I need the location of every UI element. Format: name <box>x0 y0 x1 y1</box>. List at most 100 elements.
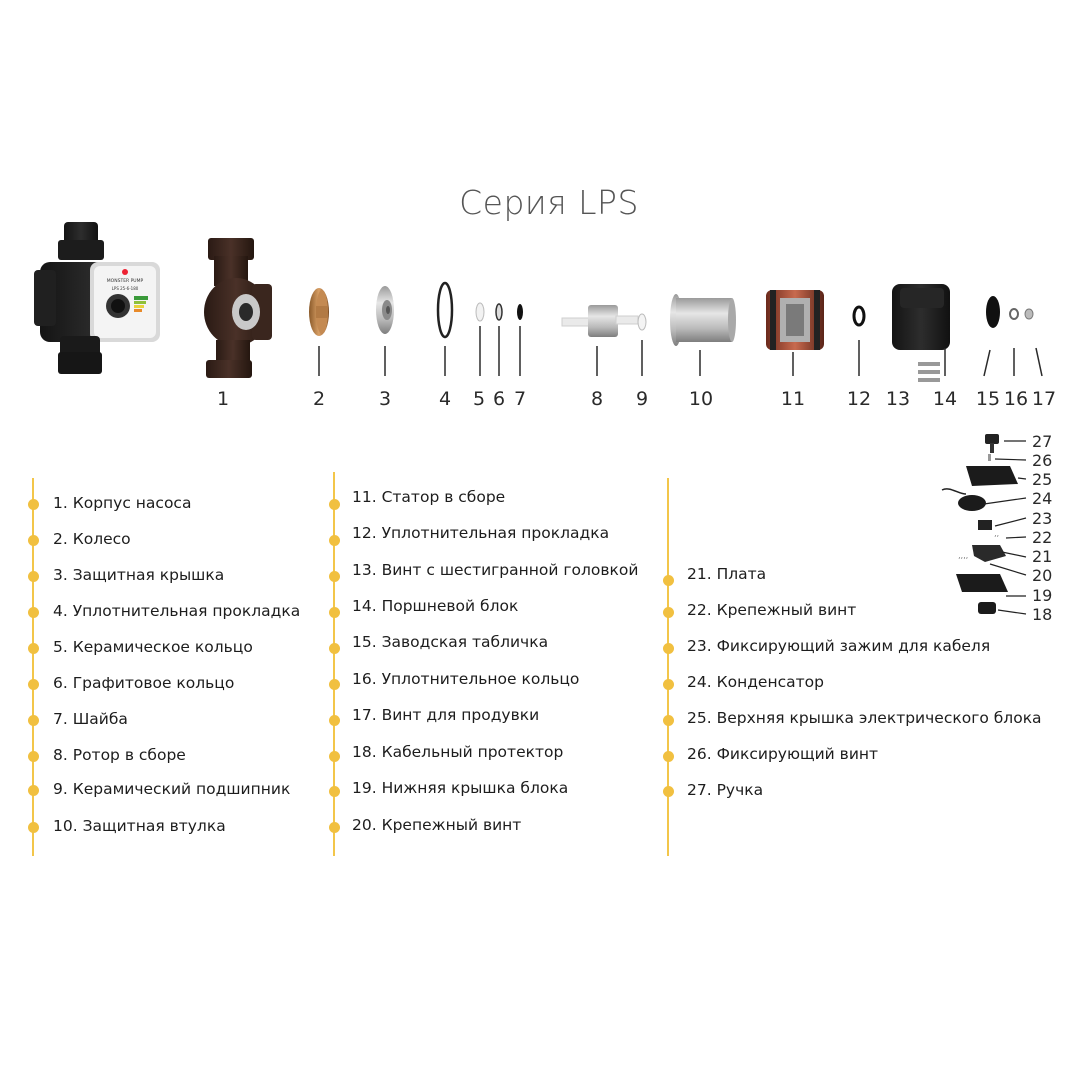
sub-number-26: 26 <box>1032 451 1052 470</box>
ceramic-ring-image <box>475 302 485 322</box>
bullet-dot <box>663 715 674 726</box>
legend-column-3-line <box>667 478 669 856</box>
bullet-dot <box>329 822 340 833</box>
vent-screw-image <box>1024 308 1034 320</box>
bullet-dot <box>329 643 340 654</box>
part-number-11: 11 <box>781 388 805 410</box>
legend-item-2: 2. Колесо <box>53 530 131 548</box>
hex-screws-image <box>918 362 940 382</box>
legend-item-16: 16. Уплотнительное кольцо <box>352 670 580 688</box>
pump-model-text: LPS 25-6-180 <box>112 286 139 291</box>
protective-cover-image <box>376 286 394 334</box>
legend-column-1-line <box>32 478 34 856</box>
bullet-dot <box>663 679 674 690</box>
bullet-dot <box>663 575 674 586</box>
part-number-7: 7 <box>514 388 526 410</box>
bullet-dot <box>28 499 39 510</box>
part-number-14: 14 <box>933 388 957 410</box>
legend-item-14: 14. Поршневой блок <box>352 597 519 615</box>
bullet-dot <box>329 751 340 762</box>
legend-item-3: 3. Защитная крышка <box>53 566 225 584</box>
legend-item-13: 13. Винт с шестигранной головкой <box>352 561 639 579</box>
part-number-10: 10 <box>689 388 713 410</box>
stator-image <box>766 290 824 350</box>
bullet-dot <box>663 751 674 762</box>
bullet-dot <box>329 535 340 546</box>
gasket-ring-image <box>436 281 454 339</box>
part-number-17: 17 <box>1032 388 1056 410</box>
sub-number-20: 20 <box>1032 566 1052 585</box>
legend-item-18: 18. Кабельный протектор <box>352 743 564 761</box>
part-number-4: 4 <box>439 388 451 410</box>
svg-text:ʼʼ: ʼʼ <box>994 534 999 543</box>
bullet-dot <box>663 786 674 797</box>
legend-item-25: 25. Верхняя крышка электрического блока <box>687 709 1042 727</box>
legend-item-7: 7. Шайба <box>53 710 128 728</box>
legend-item-9: 9. Керамический подшипник <box>53 780 291 798</box>
sub-number-18: 18 <box>1032 605 1052 624</box>
sub-number-23: 23 <box>1032 509 1052 528</box>
bullet-dot <box>329 499 340 510</box>
graphite-ring-image <box>495 303 503 321</box>
impeller-image <box>309 288 329 336</box>
legend-item-8: 8. Ротор в сборе <box>53 746 186 764</box>
legend-item-21: 21. Плата <box>687 565 767 583</box>
bullet-dot <box>28 715 39 726</box>
legend-item-19: 19. Нижняя крышка блока <box>352 779 569 797</box>
bullet-dot <box>663 607 674 618</box>
ceramic-bearing-image <box>637 313 647 331</box>
page-title: Серия LPS <box>459 183 639 222</box>
pump-brand-text: MONSTER PUMP <box>107 278 144 284</box>
legend-item-6: 6. Графитовое кольцо <box>53 674 235 692</box>
bullet-dot <box>329 715 340 726</box>
legend-item-5: 5. Керамическое кольцо <box>53 638 253 656</box>
pump-housing-image <box>204 238 272 378</box>
legend-item-24: 24. Конденсатор <box>687 673 824 691</box>
sub-number-22: 22 <box>1032 528 1052 547</box>
piston-block-image <box>892 284 950 350</box>
bullet-dot <box>28 679 39 690</box>
bullet-dot <box>28 822 39 833</box>
legend-item-27: 27. Ручка <box>687 781 764 799</box>
sub-number-27: 27 <box>1032 432 1052 451</box>
part-number-5: 5 <box>473 388 485 410</box>
sealing-gasket-image <box>852 305 866 327</box>
bullet-dot <box>28 643 39 654</box>
legend-item-1: 1. Корпус насоса <box>53 494 192 512</box>
part-number-12: 12 <box>847 388 871 410</box>
bullet-dot <box>28 571 39 582</box>
svg-text:ʼʼʼʼ: ʼʼʼʼ <box>958 556 968 565</box>
legend-item-23: 23. Фиксирующий зажим для кабеля <box>687 637 991 655</box>
legend-item-11: 11. Статор в сборе <box>352 488 506 506</box>
part-number-8: 8 <box>591 388 603 410</box>
bullet-dot <box>663 643 674 654</box>
legend-item-22: 22. Крепежный винт <box>687 601 857 619</box>
part-number-2: 2 <box>313 388 325 410</box>
legend-item-15: 15. Заводская табличка <box>352 633 549 651</box>
sub-number-25: 25 <box>1032 470 1052 489</box>
bullet-dot <box>28 785 39 796</box>
part-number-16: 16 <box>1004 388 1028 410</box>
part-number-15: 15 <box>976 388 1000 410</box>
nameplate-image <box>986 296 1000 328</box>
washer-image <box>517 304 523 320</box>
bullet-dot <box>329 679 340 690</box>
bullet-dot <box>28 535 39 546</box>
bullet-dot <box>329 571 340 582</box>
bullet-dot <box>329 607 340 618</box>
legend-item-26: 26. Фиксирующий винт <box>687 745 879 763</box>
part-number-13: 13 <box>886 388 910 410</box>
legend-item-4: 4. Уплотнительная прокладка <box>53 602 301 620</box>
part-number-9: 9 <box>636 388 648 410</box>
bullet-dot <box>28 607 39 618</box>
sub-number-21: 21 <box>1032 547 1052 566</box>
legend-item-17: 17. Винт для продувки <box>352 706 540 724</box>
leader-lines <box>318 326 1043 377</box>
sub-number-19: 19 <box>1032 586 1052 605</box>
rotor-image <box>561 305 639 337</box>
legend-item-20: 20. Крепежный винт <box>352 816 522 834</box>
legend-item-10: 10. Защитная втулка <box>53 817 226 835</box>
o-ring-image <box>1009 308 1019 320</box>
sub-leader-lines <box>983 440 1027 615</box>
protective-sleeve-image <box>670 294 736 346</box>
